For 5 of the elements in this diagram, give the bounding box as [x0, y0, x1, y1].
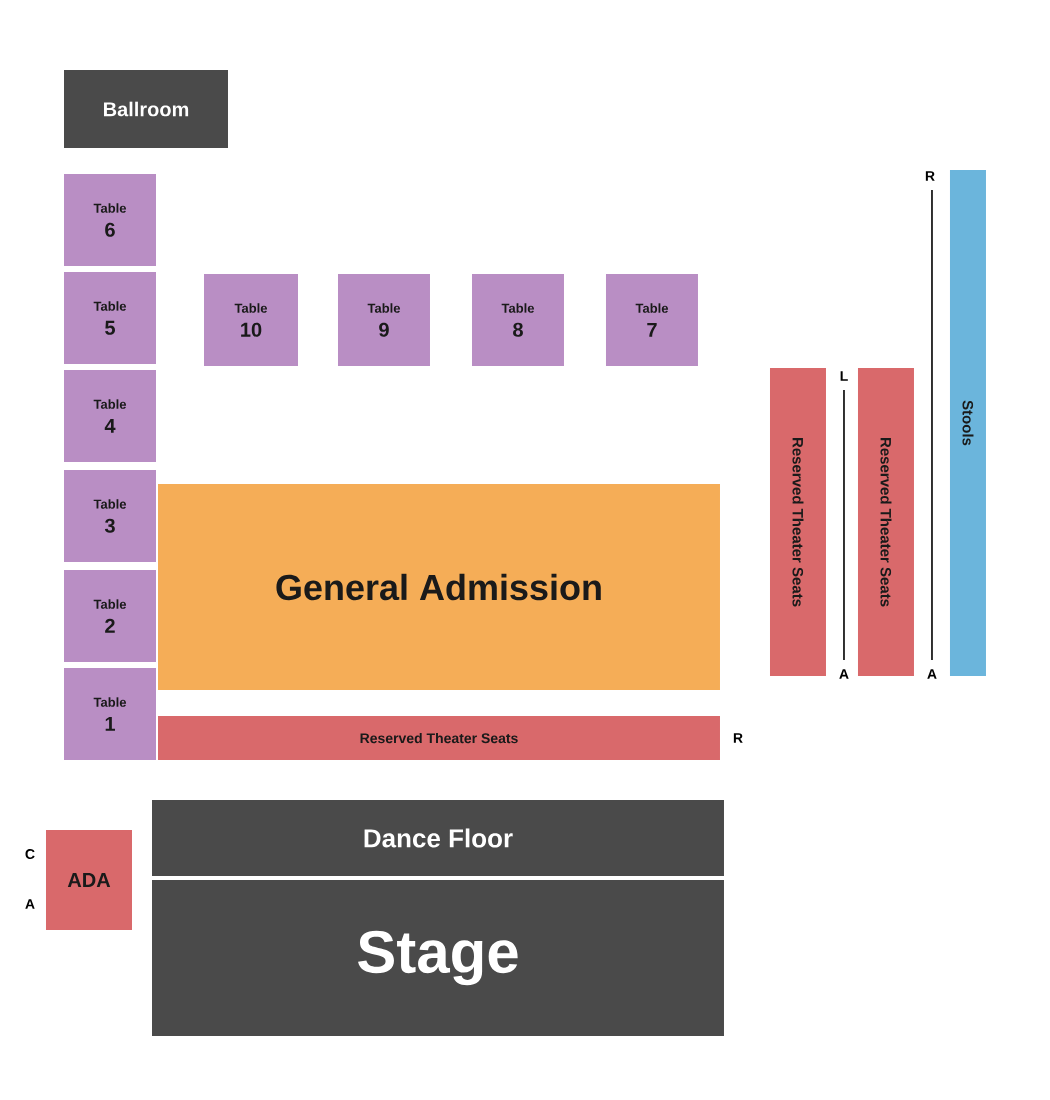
ada-section: ADA [46, 830, 132, 930]
ballroom-block: Ballroom [64, 70, 228, 148]
general-admission-area: General Admission [158, 484, 720, 690]
stage-area: Stage [152, 880, 724, 1036]
dance-floor-area: Dance Floor [152, 800, 724, 876]
